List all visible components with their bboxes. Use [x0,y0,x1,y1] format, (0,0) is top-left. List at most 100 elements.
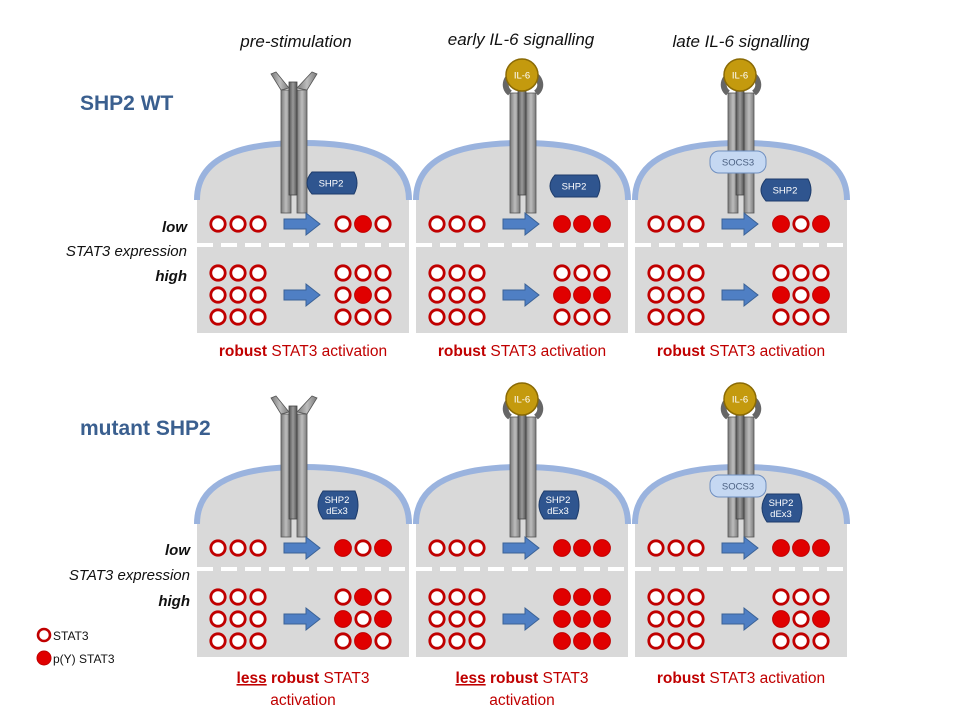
stat3-circle [573,308,591,326]
shp2-wt-protein [549,174,601,198]
side-label-stat3-expression: STAT3 expression [69,567,190,584]
stat3-circle [229,610,247,628]
pstat3-circle [553,632,571,650]
stat3-circle [667,610,685,628]
stat3-circle [553,308,571,326]
right-arrow [502,606,540,632]
stat3-circle [468,632,486,650]
shp2-label: SHP2 [769,498,794,509]
right-arrow [502,211,540,237]
shp2-mutant-protein [761,493,803,523]
stat3-circle [428,215,446,233]
right-arrow [721,211,759,237]
pstat3-circle [812,539,830,557]
stat3-circle [334,215,352,233]
shp2-mutation-label: dEx3 [326,506,348,517]
pstat3-circle [772,610,790,628]
pstat3-circle [593,215,611,233]
stat3-circle [593,264,611,282]
stat3-circle [812,588,830,606]
stat3-circle [687,610,705,628]
receptor-core [735,84,745,196]
stat3-circle [667,539,685,557]
stat3-circle [249,286,267,304]
stat3-circle [428,632,446,650]
stat3-circle [354,308,372,326]
stat3-circle [448,588,466,606]
stat3-circle [573,264,591,282]
receptor-core [517,408,527,520]
right-arrow [283,282,321,308]
pstat3-circle [354,286,372,304]
pstat3-circle [374,610,392,628]
shp2-wt-protein [306,171,358,195]
stat3-circle [812,632,830,650]
stat3-circle [249,308,267,326]
stat3-circle [687,588,705,606]
legend: STAT3 p(Y) STAT3 [36,627,115,666]
stat3-circle [667,308,685,326]
stat3-circle [792,308,810,326]
stat3-circle [647,286,665,304]
side-label-low: low [162,219,188,236]
stat3-circle [249,215,267,233]
receptor-chain-right [525,416,537,538]
shp2-label: SHP2 [546,495,571,506]
stat3-circle [667,588,685,606]
stat3-circle [428,308,446,326]
shp2-mutant-protein [538,490,580,520]
legend-open-stat3-label: STAT3 [53,629,89,643]
receptor-gp130 [270,71,318,214]
stat3-circle [687,215,705,233]
stat3-circle [229,308,247,326]
stat3-circle [792,632,810,650]
stat3-circle [209,215,227,233]
pstat3-circle [772,286,790,304]
caption-part: robust [486,670,539,687]
side-label-low: low [165,542,191,559]
right-arrow [721,282,759,308]
stat3-circle [448,286,466,304]
il6-cytokine-label: IL-6 [732,395,748,406]
stat3-circle [553,264,571,282]
caption-part: STAT3 activation [486,343,606,360]
pstat3-circle [354,588,372,606]
stat3-circle [334,588,352,606]
stat3-circle [772,308,790,326]
stat3-circle [249,588,267,606]
right-arrow [721,606,759,632]
receptor-core [517,84,527,196]
stat3-circle [334,264,352,282]
receptor-core [288,405,298,520]
stat3-circle [354,539,372,557]
shp2-label: SHP2 [319,179,344,190]
pstat3-circle [573,286,591,304]
stat3-circle [374,632,392,650]
stat3-circle [249,264,267,282]
stat3-circle [647,588,665,606]
pstat3-circle [573,610,591,628]
receptor-arm-left [270,71,290,91]
stat3-circle [647,308,665,326]
receptor-gp130: IL-6 [720,58,762,214]
panel-caption-line2: activation [270,692,335,709]
receptor-arm-right [296,71,318,91]
pstat3-circle [593,610,611,628]
side-label-high: high [155,268,187,285]
stat3-circle [468,539,486,557]
right-arrow [283,211,321,237]
il6-cytokine [723,58,757,92]
stat3-circle [687,539,705,557]
stat3-circle [468,588,486,606]
receptor-chain-right [296,413,308,538]
stat3-circle [772,264,790,282]
column-header-early-il6: early IL-6 signalling [448,30,595,49]
stat3-circle [374,308,392,326]
stat3-circle [428,610,446,628]
stat3-circle [229,539,247,557]
pstat3-circle [593,588,611,606]
pstat3-circle [573,588,591,606]
